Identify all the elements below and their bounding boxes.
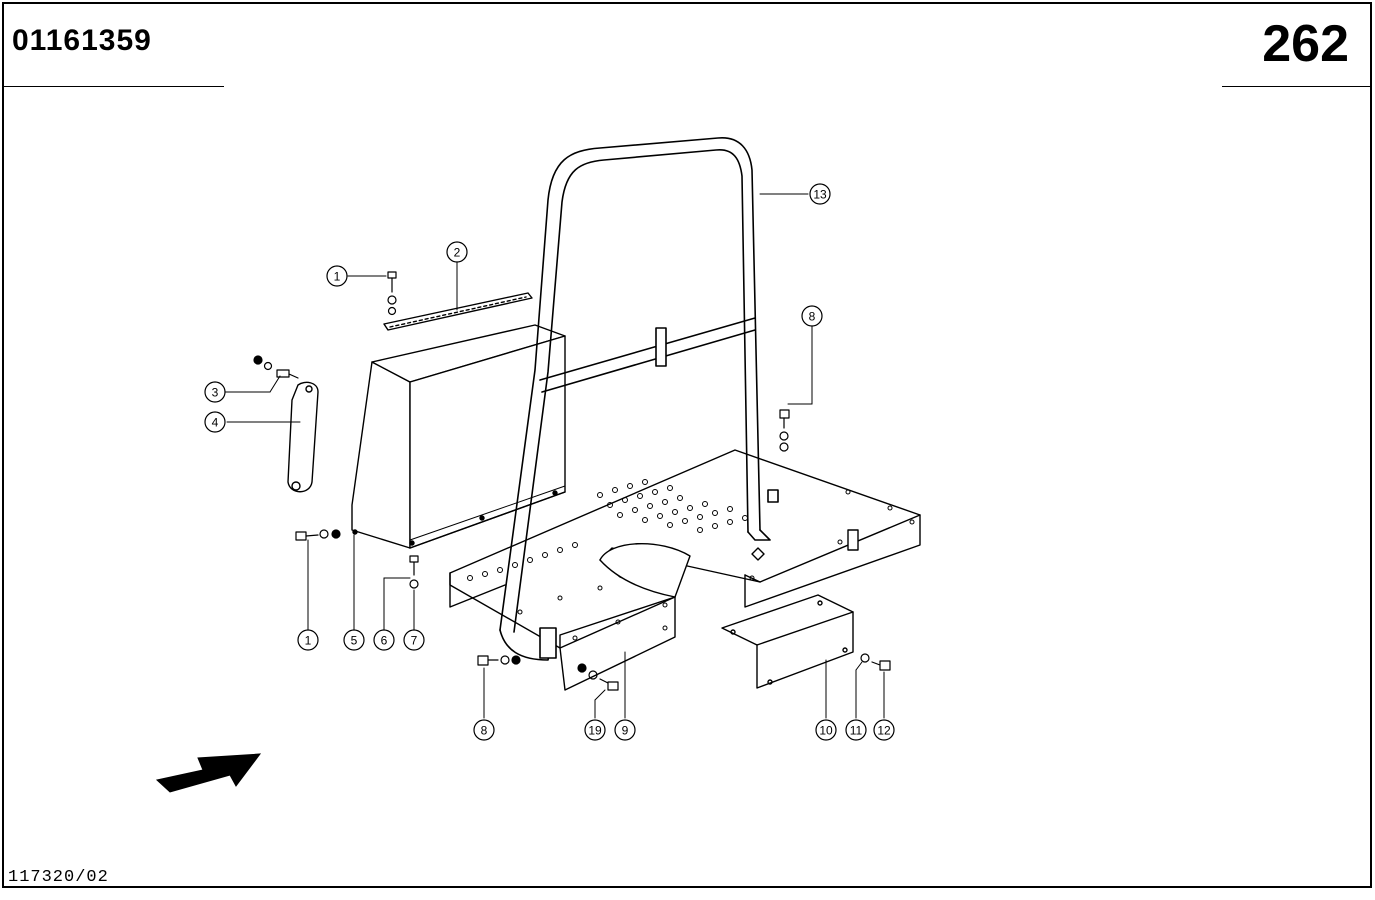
callout-label: 11: [850, 724, 863, 738]
handle-strap: [287, 381, 319, 493]
callout-label: 6: [381, 634, 388, 648]
figure-code: 117320/02: [8, 868, 109, 887]
step-bracket: [721, 594, 854, 689]
callout-bolt-lower: 8: [473, 719, 495, 741]
callout-circle: [204, 411, 226, 433]
callout-circle: [403, 629, 425, 651]
callout-label: 1: [305, 634, 312, 648]
callout-label: 8: [481, 724, 488, 738]
roll-bar: [499, 137, 779, 661]
callout-circle: [446, 241, 468, 263]
callout-circle: [343, 629, 365, 651]
callout-circle: [373, 629, 395, 651]
callout-circle: [297, 629, 319, 651]
page-number: 262: [1262, 15, 1349, 73]
callout-label: 1: [334, 270, 341, 284]
header-rule-right: [1222, 86, 1372, 87]
callout-floor-plate: 9: [614, 719, 636, 741]
callout-label: 7: [411, 634, 418, 648]
bracket-strip: [383, 292, 533, 331]
callout-screw-top: 1: [326, 265, 348, 287]
callout-label: 12: [877, 724, 891, 738]
callout-circle: [614, 719, 636, 741]
callout-circle: [473, 719, 495, 741]
callout-label: 5: [351, 634, 358, 648]
callout-label: 19: [588, 724, 602, 738]
callout-label: 2: [454, 246, 461, 260]
callout-bolt-small: 19: [584, 719, 606, 741]
callout-label: 9: [622, 724, 629, 738]
callout-circle: [809, 183, 831, 205]
callout-handle-strap: 4: [204, 411, 226, 433]
floor-plate: [449, 449, 921, 691]
callout-bolt-far-right: 12: [873, 719, 895, 741]
cover-box: [351, 324, 566, 549]
callout-circle: [845, 719, 867, 741]
callout-bolt-right: 8: [801, 305, 823, 327]
callout-bolt-left: 3: [204, 381, 226, 403]
callout-label: 10: [819, 724, 833, 738]
callout-screw-bottom: 1: [297, 629, 319, 651]
callout-screw: 6: [373, 629, 395, 651]
callout-bracket-strip: 2: [446, 241, 468, 263]
callout-washer-right: 11: [845, 719, 867, 741]
callout-circle: [801, 305, 823, 327]
callout-roll-bar: 13: [809, 183, 831, 205]
callout-circle: [584, 719, 606, 741]
callout-circle: [204, 381, 226, 403]
document-number: 01161359: [12, 24, 152, 57]
callout-circle: [326, 265, 348, 287]
callout-step-bracket: 10: [815, 719, 837, 741]
callout-label: 4: [212, 416, 219, 430]
leader-lines: [224, 193, 885, 719]
callout-washer: 7: [403, 629, 425, 651]
callout-label: 13: [813, 188, 827, 202]
callout-label: 8: [809, 310, 816, 324]
callout-circle: [815, 719, 837, 741]
callout-circle: [873, 719, 895, 741]
header-rule-left: [2, 86, 224, 87]
fasteners: [253, 271, 891, 691]
callout-cover-box: 5: [343, 629, 365, 651]
callout-label: 3: [212, 386, 219, 400]
direction-arrow-icon: [155, 753, 262, 793]
